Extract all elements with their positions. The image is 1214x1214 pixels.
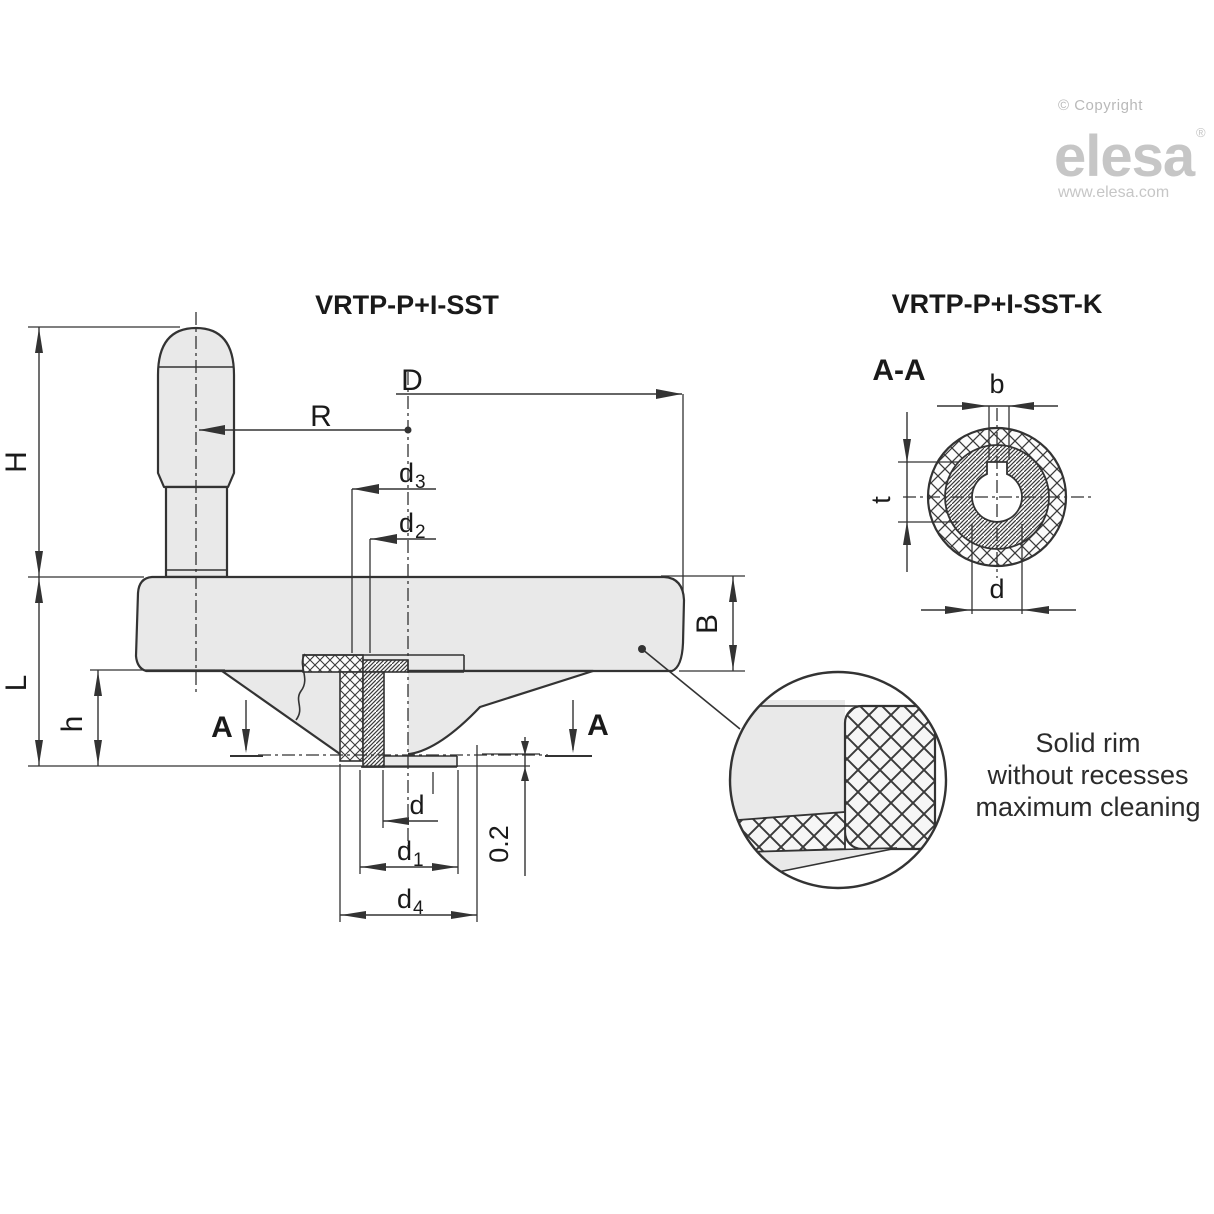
detail-rim-section xyxy=(843,704,937,851)
section-cut-label: A-A xyxy=(872,354,925,387)
section-view-title: VRTP-P+I-SST-K xyxy=(892,289,1103,319)
dim-label-d4: d xyxy=(397,884,412,914)
detail-circle-border xyxy=(728,670,948,890)
note-line-1: Solid rim xyxy=(1035,728,1140,758)
hub-bushing-hatch xyxy=(362,671,385,768)
dim-label-d1: d xyxy=(397,836,412,866)
dim-label-gap: 0.2 xyxy=(484,825,514,863)
extension-lines xyxy=(28,326,745,922)
detail-content xyxy=(730,700,937,875)
hub-bore xyxy=(384,672,408,756)
leader-line xyxy=(641,648,741,730)
dim-label-d2-sub: 2 xyxy=(415,522,426,543)
elesa-logo: elesa xyxy=(1054,124,1196,189)
hub-flange-bushing-hatch xyxy=(362,659,409,673)
dim-label-d1-sub: 1 xyxy=(413,850,424,871)
break-line xyxy=(295,653,306,721)
dim-label-L: L xyxy=(0,675,33,692)
hub-flange-plastic-hatch xyxy=(302,654,364,673)
dim-label-section-d: d xyxy=(989,574,1004,604)
section-marker-A-left: A xyxy=(211,711,233,744)
section-marker-A-right: A xyxy=(587,709,609,742)
dim-label-D: D xyxy=(401,364,423,397)
main-view-drawing: VRTP-P+I-SST H L h R D B d 3 d 2 A A 0.2… xyxy=(0,290,745,922)
dim-label-h: h xyxy=(56,716,89,733)
wheel-rim xyxy=(134,575,686,673)
dim-label-d2: d xyxy=(399,508,414,538)
radius-center-dot xyxy=(404,426,412,434)
section-view-drawing: VRTP-P+I-SST-K A-A b t d xyxy=(866,289,1103,614)
dim-label-H: H xyxy=(0,451,33,473)
dim-label-d3: d xyxy=(399,458,414,488)
dim-label-R: R xyxy=(310,400,332,433)
registered-mark: ® xyxy=(1196,125,1206,140)
dim-label-b: b xyxy=(989,369,1004,399)
note-line-2: without recesses xyxy=(986,760,1188,790)
dim-label-B: B xyxy=(691,614,724,634)
dimension-arrows xyxy=(35,328,737,919)
dim-label-d3-sub: 3 xyxy=(415,472,426,493)
detail-circle xyxy=(728,670,948,890)
dim-label-d4-sub: 4 xyxy=(413,898,424,919)
detail-web-section xyxy=(736,811,846,853)
note-line-3: maximum cleaning xyxy=(975,792,1200,822)
brand-logo: © Copyright elesa ® www.elesa.com xyxy=(1054,97,1206,201)
copyright-text: © Copyright xyxy=(1058,97,1143,114)
website-text: www.elesa.com xyxy=(1057,184,1169,201)
dim-label-d: d xyxy=(409,790,424,820)
dim-label-t: t xyxy=(866,496,896,504)
hub-leg-plastic-hatch xyxy=(339,671,364,762)
detail-note: Solid rim without recesses maximum clean… xyxy=(975,728,1200,822)
main-view-title: VRTP-P+I-SST xyxy=(315,290,499,320)
